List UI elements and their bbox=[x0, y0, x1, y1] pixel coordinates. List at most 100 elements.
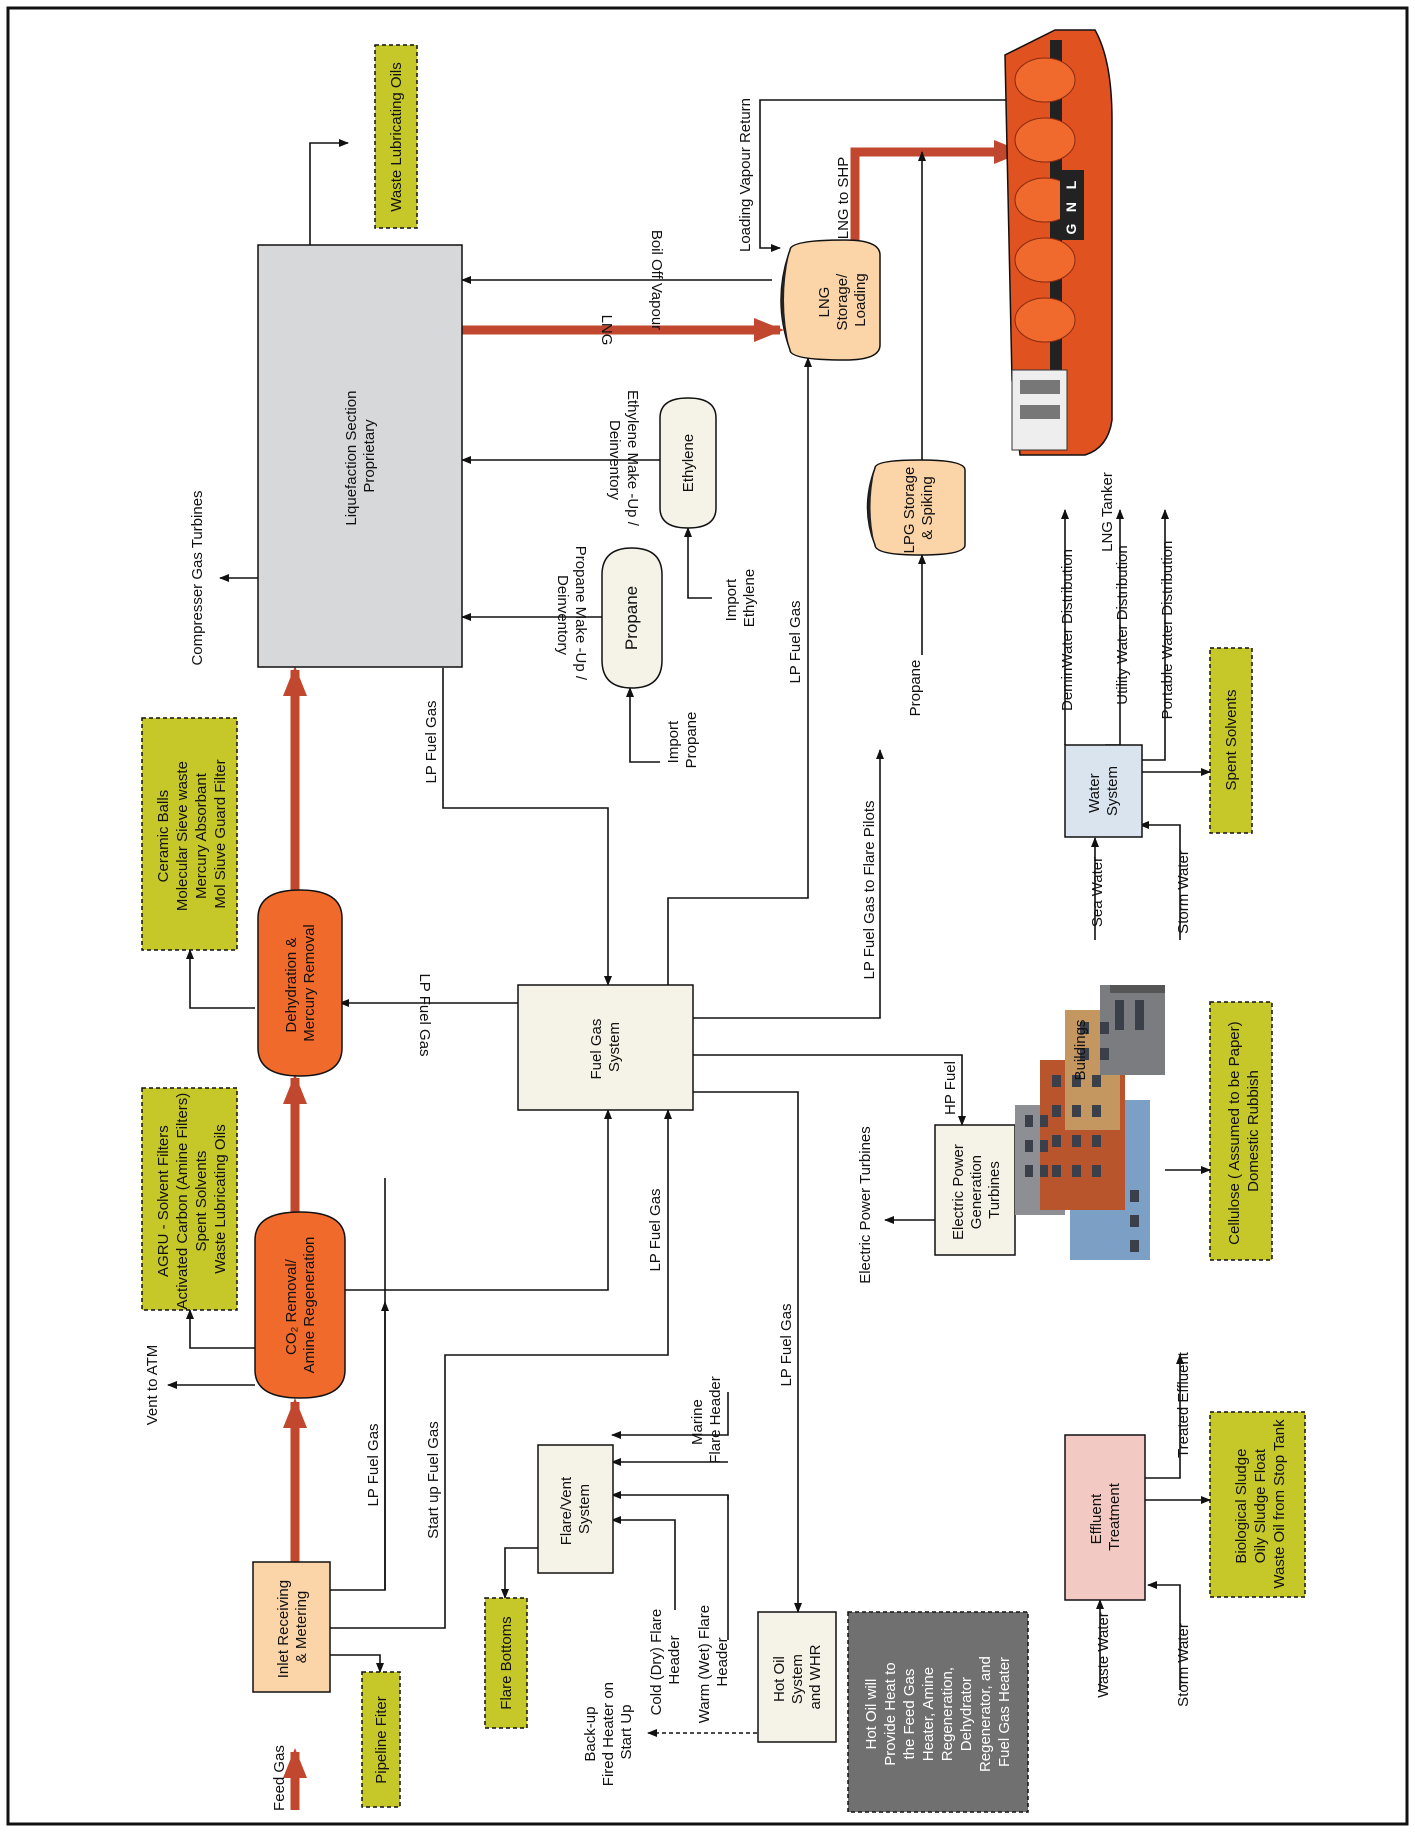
cold-flare-line-1: Cold (Dry) Flare bbox=[648, 1609, 665, 1716]
power-label-2: Generation bbox=[968, 1155, 985, 1229]
note-line-4: Heater, Amine bbox=[920, 1667, 937, 1761]
power-generation-box: Electric Power Generation Turbines bbox=[935, 1125, 1015, 1255]
buildings-label: Buildings bbox=[1072, 1020, 1089, 1081]
spent-solvents-label: Spent Solvents bbox=[1223, 690, 1240, 791]
ceramic-line-3: Mercury Absorbant bbox=[193, 772, 210, 899]
svg-text:Back-up Fired Heater on: Back-up Fired Heater on Start Up bbox=[582, 1678, 635, 1786]
propane-label: Propane bbox=[622, 586, 641, 650]
liquefaction-label-2: Proprietary bbox=[361, 419, 378, 493]
svg-text:Fuel Gas System: Fuel Gas System bbox=[588, 1014, 623, 1079]
water-system-box: Water System bbox=[1065, 745, 1142, 837]
power-label-1: Electric Power bbox=[950, 1144, 967, 1240]
treated-effluent-label: Treated Effluent bbox=[1175, 1351, 1192, 1458]
propane-makeup-line-1: Propane Make -Up / bbox=[572, 546, 589, 681]
import-propane-line-1: Import bbox=[665, 720, 682, 763]
boil-off-label: Boil Off Vapour bbox=[648, 230, 665, 330]
backup-heater-line-2: Fired Heater on bbox=[600, 1682, 617, 1786]
start-up-fuel-gas-label: Start up Fuel Gas bbox=[425, 1421, 442, 1539]
note-line-5: Regeneration, bbox=[939, 1667, 956, 1761]
waste-spent-solvents: Spent Solvents bbox=[1210, 648, 1252, 833]
pipeline-filter-label: Pipeline Fiter bbox=[373, 1696, 390, 1784]
effluent-label-1: Effluent bbox=[1088, 1493, 1105, 1544]
note-line-8: Fuel Gas Heater bbox=[996, 1657, 1013, 1767]
power-label-3: Turbines bbox=[986, 1161, 1003, 1219]
lpg-label-1: LPG Storage bbox=[901, 467, 918, 554]
svg-text:Ethylene Make -Up / Dein: Ethylene Make -Up / Deinventory bbox=[606, 390, 641, 530]
agru-line-3: Spent Solvents bbox=[193, 1151, 210, 1252]
hp-fuel-label: HP Fuel bbox=[942, 1061, 959, 1115]
line-hp-fuel bbox=[693, 1055, 962, 1125]
line-warm-flare bbox=[612, 1495, 728, 1500]
svg-text:Import Propane: Import Propane bbox=[665, 712, 700, 769]
cellulose-line-1: Cellulose ( Assumed to be Paper) bbox=[1226, 1021, 1243, 1244]
ceramic-line-1: Ceramic Balls bbox=[155, 790, 172, 883]
effluent-label-2: Treatment bbox=[1106, 1482, 1123, 1551]
dehydration-box: Dehydration & Mercury Removal bbox=[258, 890, 342, 1076]
note-line-2: Provide Heat to bbox=[882, 1662, 899, 1765]
lng-to-shp-label: LNG to SHP bbox=[835, 157, 852, 240]
ethylene-makeup-line-1: Ethylene Make -Up / bbox=[624, 390, 641, 527]
lng-to-tanker-arrow bbox=[855, 152, 1020, 252]
portable-label: Portable Water Distribution bbox=[1159, 541, 1176, 720]
co2-label-2: Amine Regeneration bbox=[301, 1237, 318, 1374]
utility-label: Utility Water Distribution bbox=[1114, 545, 1131, 704]
note-line-1: Hot Oil will bbox=[863, 1679, 880, 1750]
liquefaction-label-1: Liquefaction Section bbox=[343, 391, 360, 526]
waste-oils-label: Waste Lubricating Oils bbox=[388, 62, 405, 212]
compressor-turbines-label: Compresser Gas Turbines bbox=[189, 490, 206, 665]
loading-vapour-label: Loading Vapour Return bbox=[737, 98, 754, 252]
svg-text:Cold (Dry) Flare Header: Cold (Dry) Flare Header bbox=[648, 1605, 683, 1716]
cold-flare-line-2: Header bbox=[666, 1635, 683, 1684]
note-line-3: the Feed Gas bbox=[901, 1669, 918, 1760]
waste-pipeline-filter: Pipeline Fiter bbox=[362, 1672, 400, 1807]
propane-tank: Propane bbox=[602, 548, 662, 688]
co2-lp-fuel-gas-label: LP Fuel Gas bbox=[647, 1188, 664, 1271]
hot-oil-lp-fuel-gas-label: LP Fuel Gas bbox=[778, 1303, 795, 1386]
marine-flare-line-2: Flare Header bbox=[707, 1376, 724, 1464]
lng-storage-label-2: Storage/ bbox=[834, 273, 851, 331]
lng-storage-label-1: LNG bbox=[816, 287, 833, 318]
lng-label: LNG bbox=[598, 315, 615, 346]
sludge-line-1: Biological Sludge bbox=[1233, 1449, 1250, 1564]
lng-tanker-ship: L N G bbox=[1005, 30, 1112, 455]
waste-agru: AGRU - Solvent Filters Activated Carbon … bbox=[142, 1088, 237, 1310]
svg-text:Hot Oil System and: Hot Oil System and WHR bbox=[771, 1644, 824, 1709]
waste-cellulose: Cellulose ( Assumed to be Paper) Domesti… bbox=[1210, 1002, 1272, 1260]
svg-text:Import Ethylene: Import Ethylene bbox=[723, 569, 758, 627]
agru-line-1: AGRU - Solvent Filters bbox=[155, 1125, 172, 1277]
svg-text:Water System: Water System bbox=[1086, 766, 1121, 816]
power-turbines-label: Electric Power Turbines bbox=[857, 1126, 874, 1284]
svg-text:Inlet Receiving & Meteri: Inlet Receiving & Metering bbox=[275, 1576, 310, 1679]
waste-ceramic: Ceramic Balls Molecular Sieve waste Merc… bbox=[142, 718, 237, 950]
water-label-1: Water bbox=[1086, 773, 1103, 812]
fuel-gas-box: Fuel Gas System bbox=[518, 985, 693, 1110]
backup-heater-line-3: Start Up bbox=[618, 1704, 635, 1759]
svg-text:Dehydration & Mercury Re: Dehydration & Mercury Removal bbox=[283, 924, 318, 1042]
line-co2-waste bbox=[190, 1310, 255, 1348]
marine-flare-line-1: Marine bbox=[689, 1399, 706, 1445]
flare-vent-box: Flare/Vent System bbox=[538, 1445, 613, 1573]
note-line-7: Regenerator, and bbox=[977, 1656, 994, 1772]
import-ethylene-line-2: Ethylene bbox=[741, 569, 758, 627]
line-inlet-pipeline-filter bbox=[330, 1655, 380, 1672]
ethylene-makeup-line-2: Deinventory bbox=[606, 420, 623, 501]
inlet-label-2: & Metering bbox=[293, 1591, 310, 1664]
import-ethylene-line-1: Import bbox=[723, 578, 740, 621]
note-line-6: Dehydrator bbox=[958, 1677, 975, 1751]
svg-text:Effluent Treatment: Effluent Treatment bbox=[1088, 1482, 1123, 1551]
waste-water-label: Waste Water bbox=[1095, 1612, 1112, 1698]
hot-oil-note: Hot Oil will Provide Heat to the Feed Ga… bbox=[848, 1612, 1028, 1812]
flare-label-2: System bbox=[576, 1484, 593, 1534]
dehydration-label-2: Mercury Removal bbox=[301, 924, 318, 1042]
line-import-ethylene bbox=[688, 528, 712, 598]
fuel-gas-label-2: System bbox=[606, 1022, 623, 1072]
line-storm-water-1 bbox=[1140, 825, 1180, 940]
flare-bottoms-label: Flare Bottoms bbox=[498, 1616, 515, 1709]
flare-pilots-label: LP Fuel Gas to Flare Pilots bbox=[861, 801, 878, 980]
lng-storage-label-3: Loading bbox=[852, 273, 869, 326]
waste-lubricating-oils: Waste Lubricating Oils bbox=[375, 45, 417, 228]
sludge-line-3: Waste Oil from Stop Tank bbox=[1271, 1419, 1288, 1589]
svg-text:Marine Flare Header: Marine Flare Header bbox=[689, 1376, 724, 1464]
